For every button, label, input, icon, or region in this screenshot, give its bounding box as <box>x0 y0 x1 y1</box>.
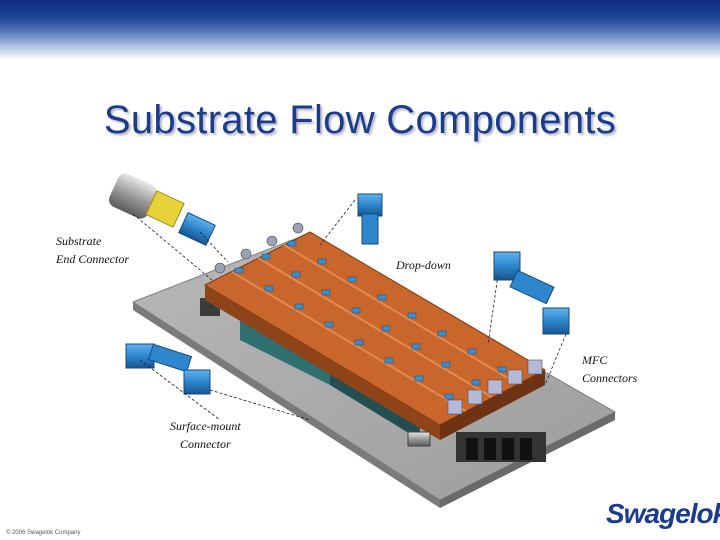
callout-mfc-line-2: Connectors <box>582 371 638 385</box>
callout-surface-mount-line-1: Surface-mount <box>170 419 241 433</box>
header-band <box>0 0 720 60</box>
callout-mfc-line-1: MFC <box>582 353 608 367</box>
slide-title: Substrate Flow Components <box>103 98 617 142</box>
callout-substrate-end-line-1: Substrate <box>56 234 102 248</box>
substrate-deck <box>203 222 547 440</box>
swagelok-logo: Swagelok <box>606 498 720 529</box>
substrate-end-connector-part <box>108 173 216 246</box>
callout-surface-mount-line-2: Connector <box>179 437 231 451</box>
front-port <box>407 431 431 447</box>
callout-mfc-connectors: MFC Connectors <box>582 351 637 387</box>
copyright-notice: © 2006 Swagelok Company <box>6 530 81 536</box>
callout-surface-mount-connector: Surface-mount Connector <box>170 417 241 453</box>
drop-down-part <box>357 193 383 245</box>
callout-drop-down-line-1: Drop-down <box>396 258 451 272</box>
callout-substrate-end-connector: Substrate End Connector <box>56 232 129 268</box>
callout-substrate-end-line-2: End Connector <box>56 252 129 266</box>
callout-drop-down: Drop-down <box>396 256 451 274</box>
surface-mount-connector-part <box>125 343 211 395</box>
leader-lines <box>132 199 567 421</box>
mfc-connectors-part <box>493 251 570 335</box>
